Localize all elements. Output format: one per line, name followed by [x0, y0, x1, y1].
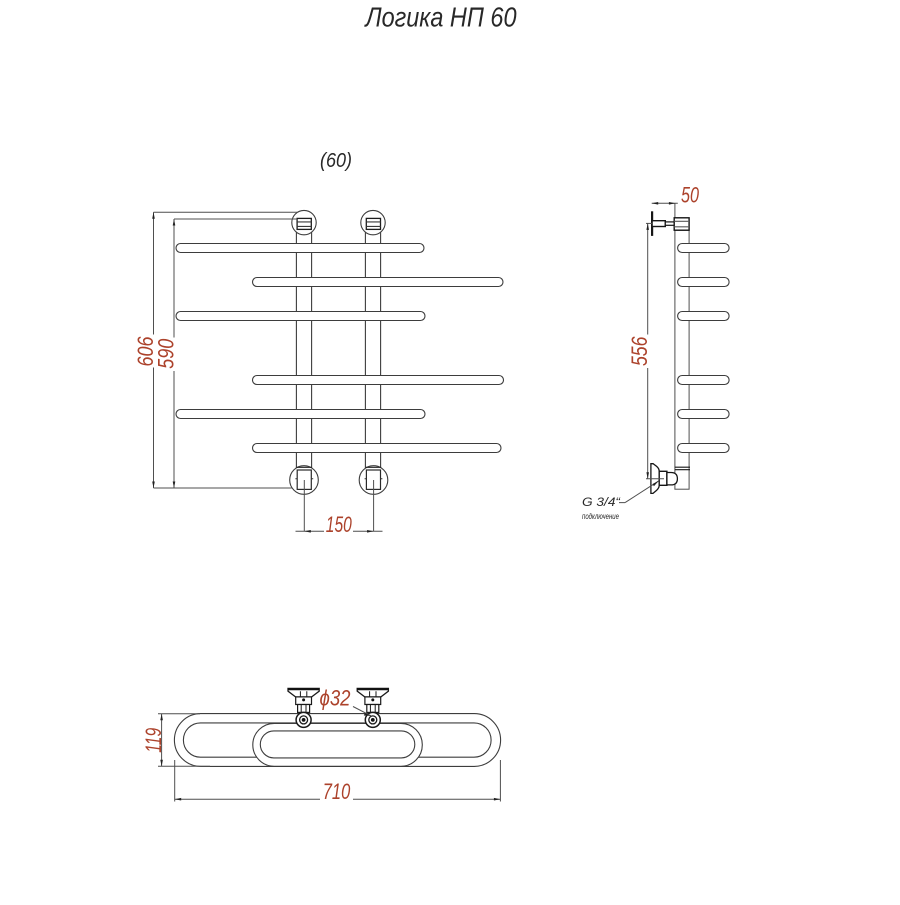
- svg-text:150: 150: [326, 512, 353, 537]
- svg-text:590: 590: [153, 338, 178, 369]
- svg-text:G 3/4“: G 3/4“: [582, 495, 621, 509]
- svg-text:710: 710: [323, 779, 351, 804]
- svg-text:119: 119: [141, 728, 166, 753]
- svg-text:подключение: подключение: [582, 511, 619, 521]
- svg-text:(60): (60): [320, 150, 352, 172]
- svg-text:Логика НП 60: Логика НП 60: [364, 2, 517, 33]
- svg-text:556: 556: [627, 336, 652, 366]
- svg-text:606: 606: [133, 336, 158, 367]
- svg-text:50: 50: [681, 183, 700, 208]
- svg-text:ϕ32: ϕ32: [320, 686, 351, 711]
